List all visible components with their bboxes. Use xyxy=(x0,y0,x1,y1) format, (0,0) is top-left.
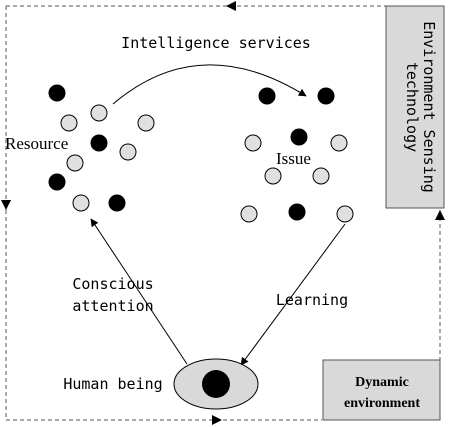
issue-dot-filled xyxy=(288,203,306,221)
resource-dot-hollow xyxy=(137,114,155,132)
issue-dot-hollow xyxy=(336,205,354,223)
issue-dot-filled xyxy=(290,128,308,146)
dashed-frame xyxy=(5,5,441,421)
frame-arrow-top xyxy=(226,1,236,11)
human-being-label: Human being xyxy=(63,375,162,393)
resource-dot-hollow xyxy=(66,154,84,172)
intelligence-services-label: Intelligence services xyxy=(121,34,311,52)
dynamic-environment-box xyxy=(322,359,441,421)
issue-dot-hollow xyxy=(330,134,348,152)
issue-dot-filled xyxy=(317,87,335,105)
svg-text:Environment Sensing: Environment Sensing xyxy=(420,21,438,193)
issue-cluster xyxy=(240,87,354,223)
intelligence-services-arrow xyxy=(112,64,307,105)
human-eye-pupil xyxy=(202,370,230,398)
frame-arrow-bottom xyxy=(212,415,222,425)
env-sensing-box xyxy=(385,5,445,209)
issue-label: Issue xyxy=(276,149,311,168)
resource-dot-filled xyxy=(90,134,108,152)
conscious-label-line2: attention xyxy=(72,297,153,315)
issue-dot-hollow xyxy=(312,167,330,185)
issue-dot-filled xyxy=(258,87,276,105)
frame-arrow-left xyxy=(1,200,11,210)
issue-dot-hollow xyxy=(240,205,258,223)
resource-dot-hollow xyxy=(119,143,137,161)
env-sensing-line1: Environment Sensing xyxy=(420,21,438,193)
resource-dot-filled xyxy=(48,84,66,102)
env-sensing-line2: technology xyxy=(403,62,421,152)
dynamic-line2: environment xyxy=(344,396,420,411)
conscious-attention-arrow xyxy=(90,218,188,365)
learning-label: Learning xyxy=(276,291,348,309)
svg-text:technology: technology xyxy=(403,62,421,152)
resource-dot-filled xyxy=(108,194,126,212)
resource-dot-filled xyxy=(48,173,66,191)
resource-dot-hollow xyxy=(72,194,90,212)
issue-dot-hollow xyxy=(244,134,262,152)
resource-cluster xyxy=(48,84,155,212)
learning-arrow xyxy=(240,223,346,366)
resource-label: Resource xyxy=(5,134,68,153)
issue-dot-hollow xyxy=(264,167,282,185)
conscious-label-line1: Conscious xyxy=(72,275,153,293)
resource-dot-hollow xyxy=(90,104,108,122)
dynamic-line1: Dynamic xyxy=(355,375,409,390)
resource-dot-hollow xyxy=(60,114,78,132)
frame-arrow-right xyxy=(435,210,445,220)
